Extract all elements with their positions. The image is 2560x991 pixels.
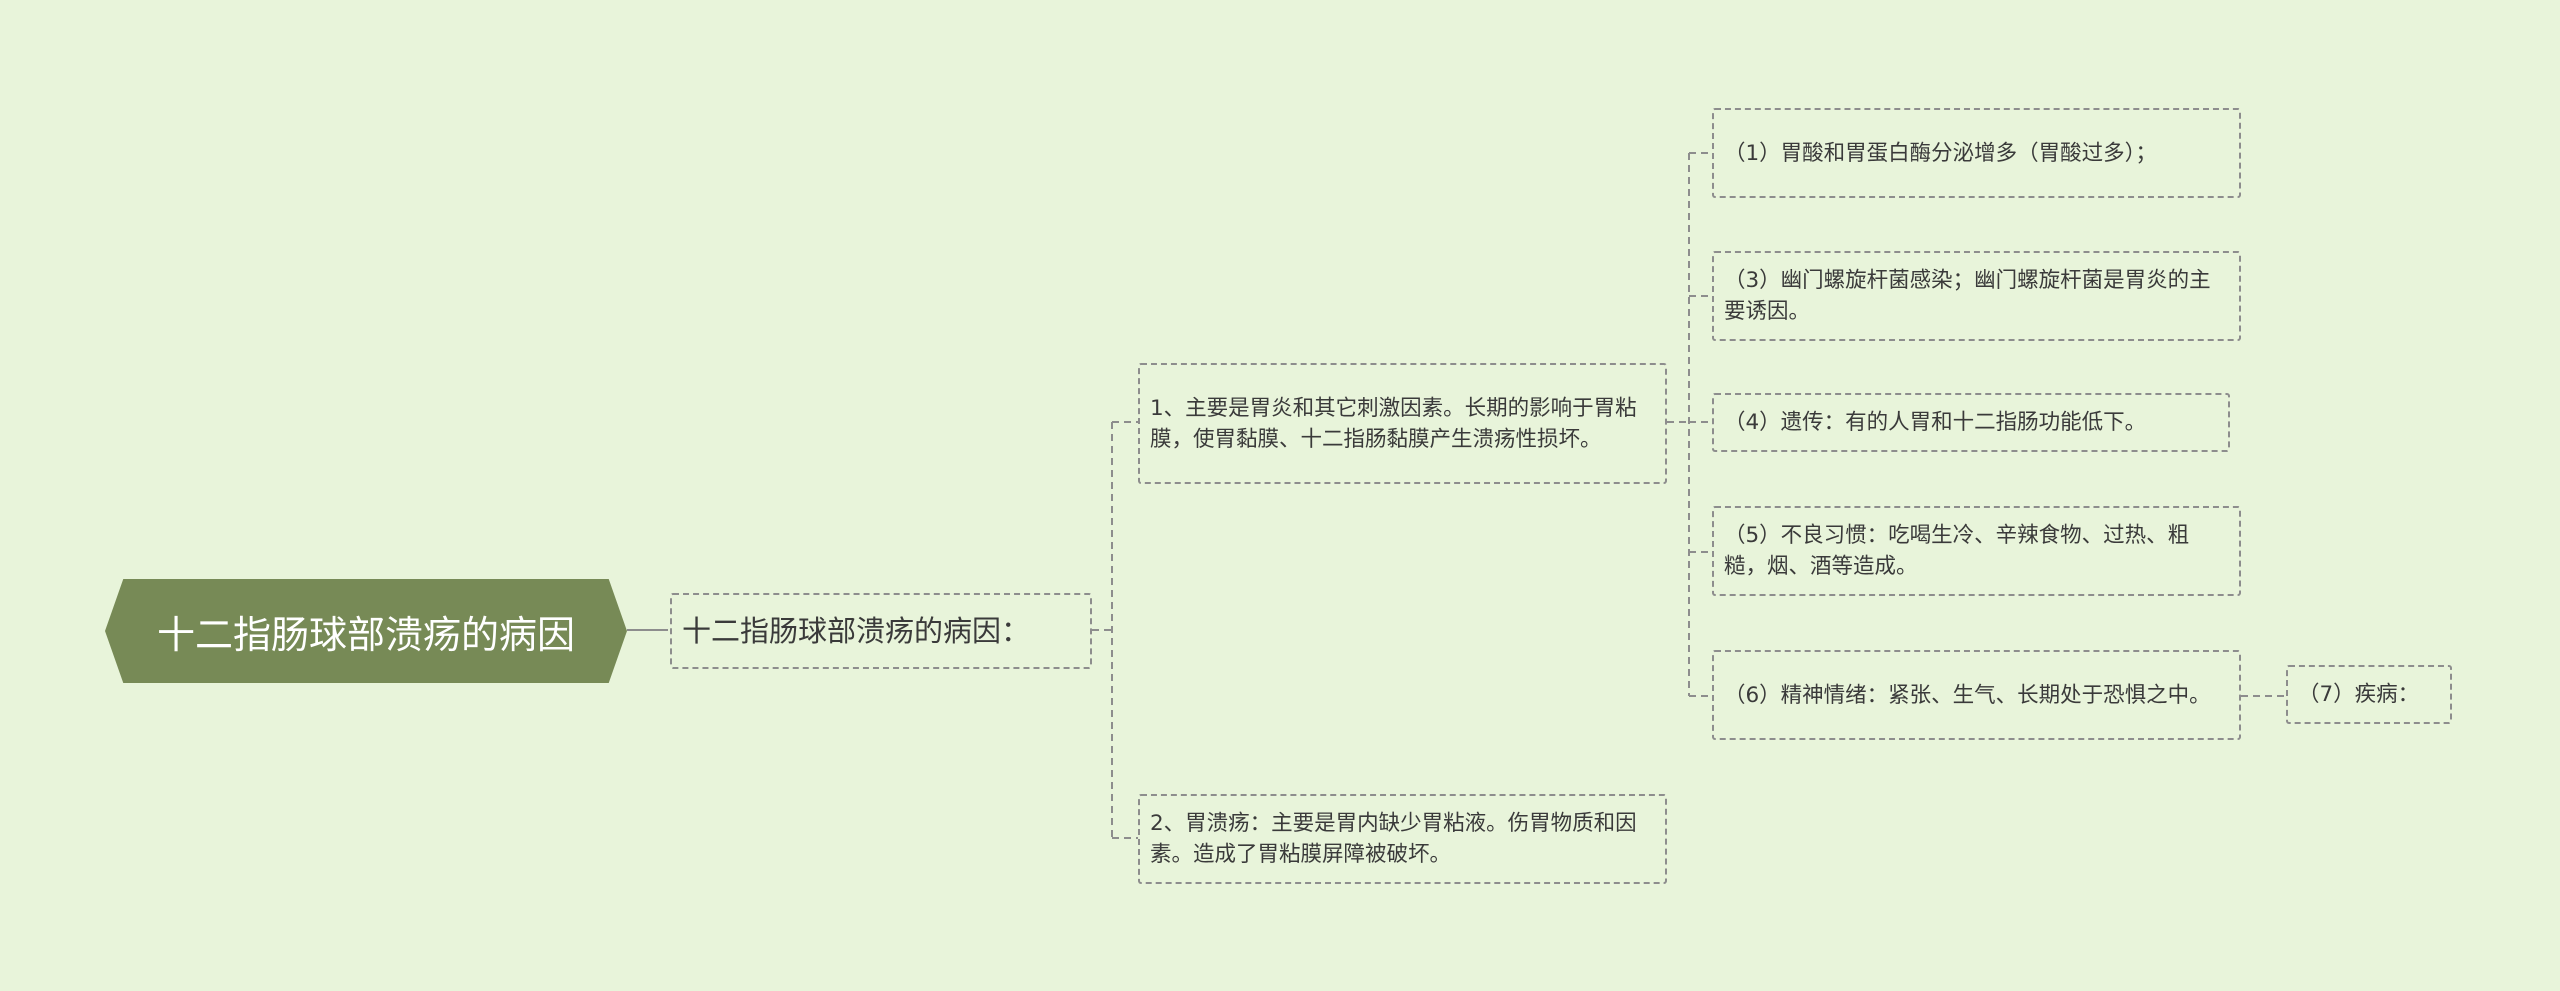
branch-node-1-label: 1、主要是胃炎和其它刺激因素。长期的影响于胃粘膜，使胃黏膜、十二指肠黏膜产生溃疡… (1150, 395, 1637, 452)
sub-cause-node-7[interactable]: （7）疾病： (2286, 665, 2452, 724)
cause-node-5-label: （5）不良习惯：吃喝生冷、辛辣食物、过热、粗糙，烟、酒等造成。 (1724, 523, 2190, 579)
cause-node-3[interactable]: （3）幽门螺旋杆菌感染；幽门螺旋杆菌是胃炎的主要诱因。 (1712, 251, 2241, 341)
cause-node-5[interactable]: （5）不良习惯：吃喝生冷、辛辣食物、过热、粗糙，烟、酒等造成。 (1712, 506, 2241, 596)
cause-node-1[interactable]: （1）胃酸和胃蛋白酶分泌增多（胃酸过多）； (1712, 108, 2241, 198)
cause-node-6-label: （6）精神情绪：紧张、生气、长期处于恐惧之中。 (1724, 682, 2211, 708)
branch-node-2-label: 2、胃溃疡：主要是胃内缺少胃粘液。伤胃物质和因素。造成了胃粘膜屏障被破坏。 (1150, 811, 1637, 867)
central-topic[interactable]: 十二指肠球部溃疡的病因： (670, 593, 1092, 669)
cause-node-1-label: （1）胃酸和胃蛋白酶分泌增多（胃酸过多）； (1724, 140, 2157, 166)
sub-cause-node-7-label: （7）疾病： (2298, 682, 2420, 707)
cause-node-4-label: （4）遗传：有的人胃和十二指肠功能低下。 (1724, 410, 2147, 435)
central-topic-label: 十二指肠球部溃疡的病因： (682, 614, 1031, 648)
connector-branch-causes (1667, 152, 1712, 697)
connector-center-branches (1092, 421, 1138, 839)
cause-node-4[interactable]: （4）遗传：有的人胃和十二指肠功能低下。 (1712, 393, 2230, 452)
cause-node-6[interactable]: （6）精神情绪：紧张、生气、长期处于恐惧之中。 (1712, 650, 2241, 740)
branch-node-2[interactable]: 2、胃溃疡：主要是胃内缺少胃粘液。伤胃物质和因素。造成了胃粘膜屏障被破坏。 (1138, 794, 1667, 884)
root-topic-label: 十二指肠球部溃疡的病因 (156, 612, 575, 657)
root-topic[interactable]: 十二指肠球部溃疡的病因 (105, 579, 627, 683)
branch-node-1[interactable]: 1、主要是胃炎和其它刺激因素。长期的影响于胃粘膜，使胃黏膜、十二指肠黏膜产生溃疡… (1138, 363, 1667, 484)
cause-node-3-label: （3）幽门螺旋杆菌感染；幽门螺旋杆菌是胃炎的主要诱因。 (1724, 268, 2211, 324)
